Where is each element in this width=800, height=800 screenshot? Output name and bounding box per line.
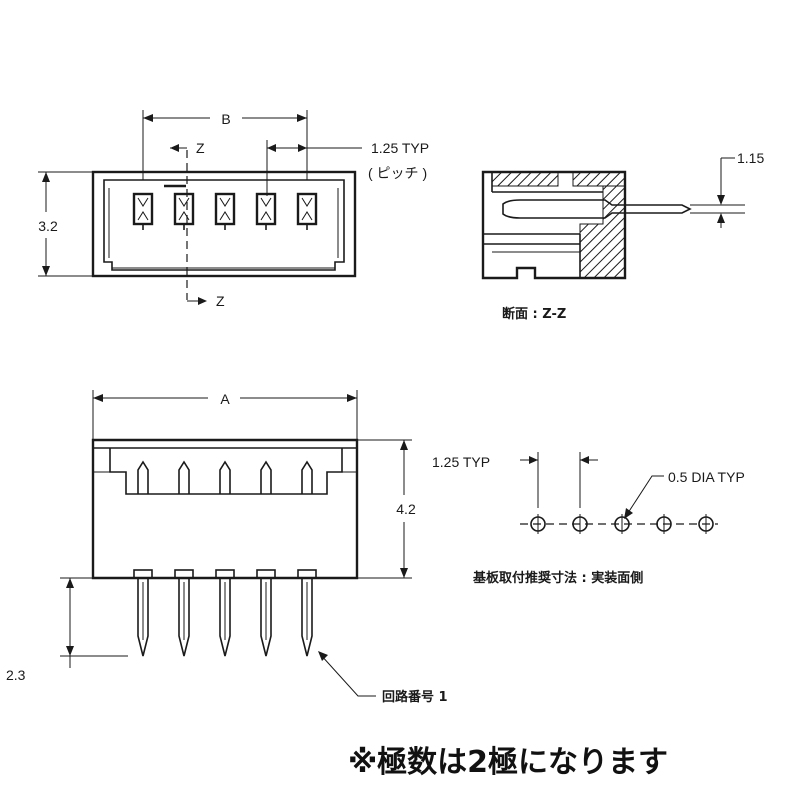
pcb-pitch-label: 1.25 TYP <box>432 454 490 470</box>
pcb-hole <box>530 514 546 534</box>
dim-tail-label: 2.3 <box>6 667 26 683</box>
section-mark-bottom: Z <box>216 293 225 309</box>
dim-pin-label: 1.15 <box>737 150 764 166</box>
pitch-note-label: ( ピッチ ) <box>368 165 427 181</box>
section-caption: 断面 : Z-Z <box>502 306 566 322</box>
dim-height-front-label: 4.2 <box>396 501 416 517</box>
circuit-number-label: 回路番号 1 <box>382 689 448 705</box>
front-view: A 4.2 2.3 回路番号 1 <box>6 390 448 705</box>
dim-height-top-label: 3.2 <box>38 218 58 234</box>
section-pin <box>502 199 692 219</box>
dim-b-label: B <box>221 111 230 127</box>
pole-count-note: ※極数は2極になります <box>348 745 668 780</box>
top-view-inner-wall <box>103 179 345 271</box>
pitch-label: 1.25 TYP <box>371 140 429 156</box>
top-pin-slot <box>132 192 154 230</box>
top-pin-slot <box>255 192 277 230</box>
front-pin <box>133 460 153 657</box>
front-pin <box>256 460 276 657</box>
top-pin-slot <box>296 192 318 230</box>
hole-dia-label: 0.5 DIA TYP <box>668 469 745 485</box>
front-pin <box>215 460 235 657</box>
top-pin-slot <box>214 192 236 230</box>
top-view-pins <box>132 192 318 230</box>
top-view-housing <box>91 170 357 278</box>
front-pin <box>297 460 317 657</box>
pcb-layout: 1.25 TYP 0.5 DIA TYP 基板取付推奨寸法 : 実装面側 <box>432 452 745 586</box>
section-mark-top: Z <box>196 140 205 156</box>
front-pin <box>174 460 194 657</box>
top-pin-slot <box>173 192 195 230</box>
pcb-holes <box>530 514 714 534</box>
dim-a-label: A <box>220 391 230 407</box>
front-view-pins <box>133 460 317 657</box>
section-view: 1.15 断面 : Z-Z <box>481 150 764 322</box>
pcb-caption: 基板取付推奨寸法 : 実装面側 <box>472 570 643 586</box>
top-view: B 1.25 TYP ( ピッチ ) Z Z 3.2 <box>38 110 429 309</box>
